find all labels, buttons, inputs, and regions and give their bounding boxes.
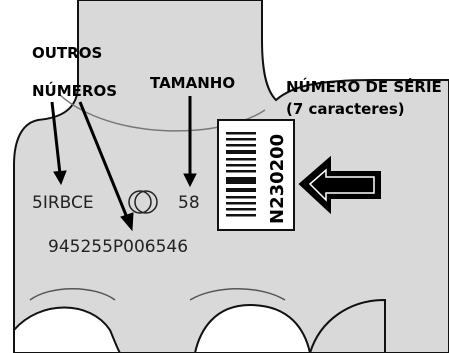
serial-number-label-line1: NÚMERO DE SÉRIE [286,77,442,96]
part-root-cutout-right [193,303,312,353]
barcode [226,132,256,217]
arrow-to-code [50,101,62,175]
stamped-code: 5IRBCE [32,193,94,213]
other-numbers-label-line2: NÚMEROS [32,81,117,100]
part-lower-contour-left [29,288,116,301]
arrow-to-long-number [78,101,130,221]
circle-mark-icon [128,190,158,214]
size-label: TAMANHO [150,74,235,92]
serial-pointer-arrow-inner [308,168,375,202]
serial-pointer-arrow-icon [298,155,381,215]
part-root-edge-right [309,298,386,353]
other-numbers-label-line1: OUTROS [32,44,102,62]
serial-number-plate: N230200 [217,119,295,231]
part-lower-contour-right [189,288,286,301]
serial-number-label-line2: (7 caracteres) [286,100,405,118]
stamped-long-number: 945255P006546 [48,237,188,257]
serial-number-value: N230200 [267,134,288,224]
pointer-arrows [50,96,197,232]
stamped-size-value: 58 [178,193,200,213]
part-root-cutout [13,306,122,353]
